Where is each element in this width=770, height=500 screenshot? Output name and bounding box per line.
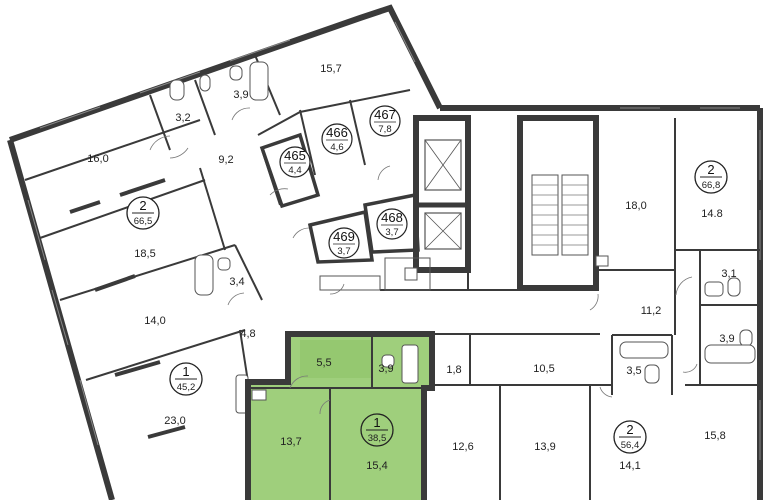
apartment-marker-apt-left-1[interactable]: 145,2: [169, 362, 203, 396]
apartment-marker-highlighted[interactable]: 138,5: [360, 413, 394, 447]
right-wing: [589, 107, 763, 500]
room-area-label: 3,2: [175, 112, 190, 124]
room-area-label: 3,9: [233, 89, 248, 101]
staircase: [531, 174, 589, 256]
room-area-label: 4,8: [240, 328, 255, 340]
apartment-rooms: 2: [139, 198, 146, 213]
room-area-label: 3,4: [229, 276, 244, 288]
apartment-marker-apt-right-2[interactable]: 266,8: [694, 160, 728, 194]
room-area-label: 11,2: [641, 305, 662, 317]
room-area-label: 14,1: [619, 460, 640, 472]
room-area-label: 5,5: [316, 357, 331, 369]
room-area-label: 13,7: [280, 436, 301, 448]
room-area-label: 1,8: [446, 364, 461, 376]
room-area-label: 3,5: [626, 365, 641, 377]
room-area-label: 18,5: [134, 248, 155, 260]
room-area-label: 15,7: [320, 63, 341, 75]
storage-unit-number: 469: [333, 229, 355, 244]
room-area-label: 15,4: [366, 460, 387, 472]
apartment-area: 56,4: [621, 440, 640, 451]
room-area-label: 12,6: [452, 441, 473, 453]
apartment-rooms: 2: [707, 162, 714, 177]
storage-unit-area: 3,7: [337, 246, 350, 257]
room-area-label: 3,1: [721, 268, 736, 280]
storage-unit-number: 468: [381, 210, 403, 225]
highlighted-apartment-walls: [245, 331, 435, 500]
room-area-label: 3,9: [719, 333, 734, 345]
room-area-label: 10,5: [533, 363, 554, 375]
storage-unit-area: 3,7: [385, 227, 398, 238]
room-area-label: 3,9: [378, 363, 393, 375]
apartment-rooms: 1: [182, 364, 189, 379]
room-area-label: 15,8: [704, 430, 725, 442]
storage-unit-number: 465: [284, 148, 306, 163]
apartment-marker-apt-bottom-right-2[interactable]: 256,4: [613, 420, 647, 454]
apartment-area: 66,5: [134, 216, 153, 227]
storage-unit-number: 467: [374, 107, 396, 122]
apartment-rooms: 1: [373, 415, 380, 430]
storage-unit-area: 7,8: [378, 124, 391, 135]
room-area-label: 23,0: [164, 415, 185, 427]
room-area-label: 18,0: [625, 200, 646, 212]
highlighted-apartment[interactable]: [248, 334, 432, 500]
apartment-area: 38,5: [368, 433, 387, 444]
room-area-label: 16,0: [87, 153, 108, 165]
room-area-label: 9,2: [218, 154, 233, 166]
left-wing: [7, 4, 443, 500]
room-area-label: 14,0: [144, 315, 165, 327]
room-area-label: 14.8: [701, 208, 722, 220]
storage-unit-area: 4,4: [288, 165, 301, 176]
storage-unit-area: 4,6: [330, 142, 343, 153]
apartment-area: 45,2: [177, 382, 196, 393]
room-area-labels: 15,7 3,9 3,2 9,2 16,0 18,5 3,4 14,0 4,8 23,0 5,5 3,…: [87, 63, 736, 472]
apartment-area: 66,8: [702, 180, 721, 191]
storage-unit-number: 466: [326, 125, 348, 140]
apartment-marker-apt-left-2[interactable]: 266,5: [126, 196, 160, 230]
room-area-label: 13,9: [534, 441, 555, 453]
apartment-rooms: 2: [626, 422, 633, 437]
